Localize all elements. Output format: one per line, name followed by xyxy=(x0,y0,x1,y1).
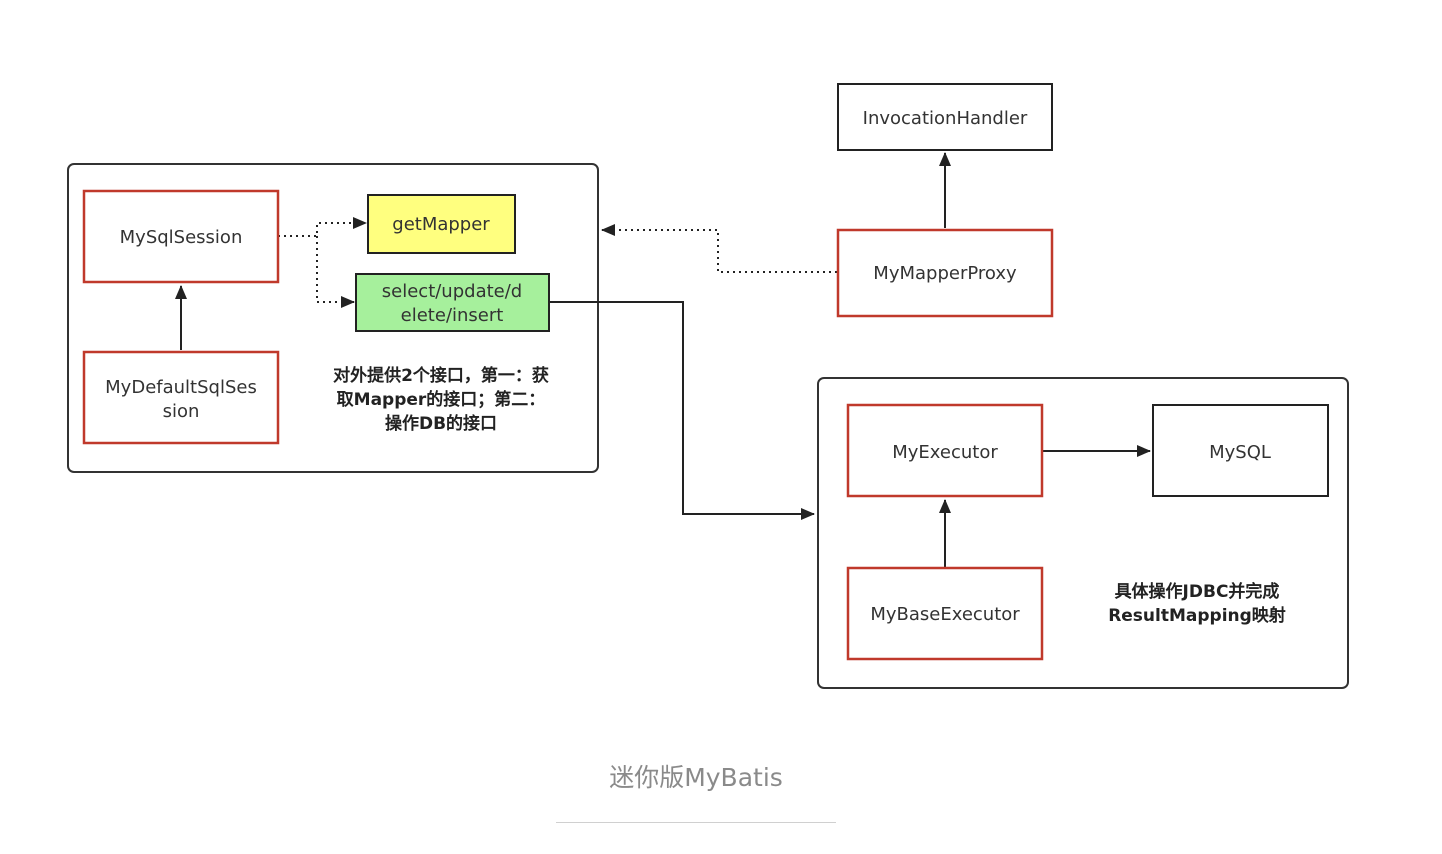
invocation-handler-node: InvocationHandler xyxy=(837,83,1053,151)
figure-caption: 迷你版MyBatis xyxy=(609,763,783,792)
my-mapper-proxy-node: MyMapperProxy xyxy=(836,228,1054,318)
my-sql-label: MySQL xyxy=(1209,442,1271,463)
executor-note: 具体操作JDBC并完成 ResultMapping映射 xyxy=(1108,581,1286,626)
invocation-handler-label: InvocationHandler xyxy=(863,108,1028,129)
crud-label-line1: select/update/d xyxy=(382,281,522,302)
crud-node: select/update/d elete/insert xyxy=(355,273,550,332)
my-mapper-proxy-label: MyMapperProxy xyxy=(873,263,1017,284)
my-sql-node: MySQL xyxy=(1152,404,1329,497)
my-sql-session-node: MySqlSession xyxy=(82,189,280,284)
crud-label-line2: elete/insert xyxy=(401,305,504,326)
crud-to-executor-arrow xyxy=(550,301,815,520)
my-base-executor-label: MyBaseExecutor xyxy=(870,604,1020,625)
session-note-line3: 操作DB的接口 xyxy=(385,413,497,434)
caption-divider xyxy=(556,822,836,823)
proxy-to-session-arrow xyxy=(601,224,837,273)
get-mapper-node: getMapper xyxy=(367,194,516,254)
session-to-getmapper-arrow xyxy=(278,217,367,237)
session-note-line2: 取Mapper的接口；第二： xyxy=(337,389,546,410)
my-default-sql-session-node: MyDefaultSqlSes sion xyxy=(82,350,280,445)
my-default-sql-session-label-line1: MyDefaultSqlSes xyxy=(105,377,257,398)
session-note-line1: 对外提供2个接口，第一：获 xyxy=(333,365,549,386)
executor-note-line2: ResultMapping映射 xyxy=(1108,605,1286,626)
my-executor-node: MyExecutor xyxy=(846,403,1044,498)
my-default-sql-session-label-line2: sion xyxy=(163,401,200,422)
executor-note-line1: 具体操作JDBC并完成 xyxy=(1114,581,1280,602)
session-to-crud-arrow xyxy=(316,236,355,308)
my-executor-label: MyExecutor xyxy=(892,442,998,463)
my-base-executor-node: MyBaseExecutor xyxy=(846,566,1044,661)
my-sql-session-label: MySqlSession xyxy=(120,227,243,248)
session-note: 对外提供2个接口，第一：获 取Mapper的接口；第二： 操作DB的接口 xyxy=(333,365,549,434)
get-mapper-label: getMapper xyxy=(392,214,490,235)
